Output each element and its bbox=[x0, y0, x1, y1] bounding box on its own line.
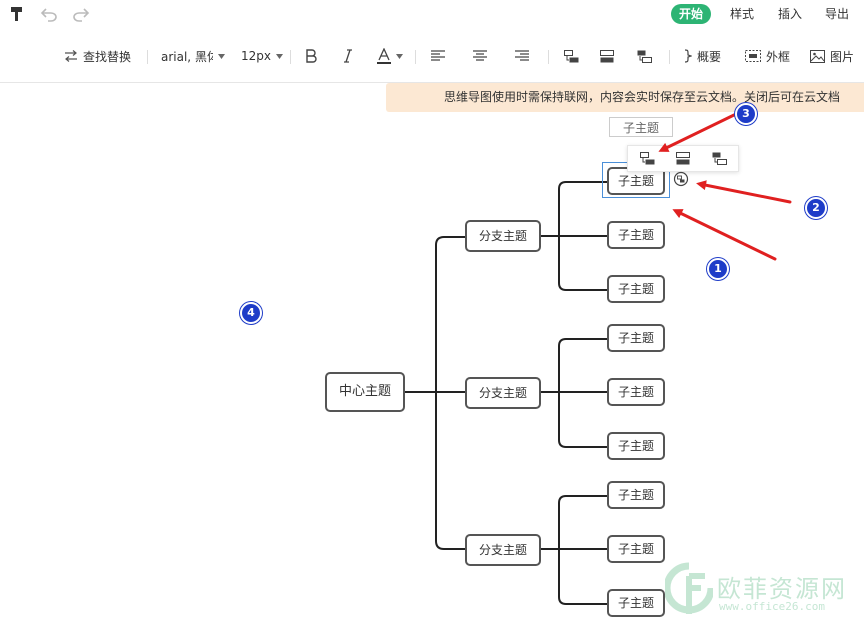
subtopic-node[interactable]: 子主题 bbox=[607, 324, 665, 352]
tab-start[interactable]: 开始 bbox=[671, 4, 712, 24]
align-right-button[interactable] bbox=[515, 30, 529, 82]
divider bbox=[415, 50, 416, 64]
subtopic-node[interactable]: 子主题 bbox=[607, 378, 665, 406]
central-topic-node[interactable]: 中心主题 bbox=[325, 372, 405, 412]
align-left-icon bbox=[431, 50, 445, 61]
annotation-badge: 1 bbox=[707, 258, 729, 280]
brace-icon bbox=[684, 49, 692, 63]
font-color-button[interactable] bbox=[377, 30, 403, 82]
connector-branch-3-children bbox=[540, 495, 608, 605]
connector-center-to-branch-1 bbox=[404, 236, 466, 393]
toolbar: 查找替换 arial, 黑体 12px 概要 bbox=[0, 30, 864, 83]
redo-icon[interactable] bbox=[72, 6, 90, 22]
subtopic-node[interactable]: 子主题 bbox=[607, 221, 665, 249]
quick-add-child-button[interactable] bbox=[629, 146, 665, 171]
node-quick-toolbar bbox=[627, 145, 739, 172]
font-color-icon bbox=[377, 48, 391, 64]
italic-button[interactable] bbox=[343, 30, 353, 82]
undo-icon[interactable] bbox=[40, 6, 58, 22]
outer-frame-label: 外框 bbox=[766, 49, 791, 64]
quick-add-parent-button[interactable] bbox=[701, 146, 737, 171]
parent-topic-icon bbox=[637, 50, 652, 63]
connector-center-to-branch-3 bbox=[404, 391, 466, 550]
divider bbox=[669, 50, 670, 64]
arrow-annotation-1 bbox=[672, 209, 777, 261]
subtopic-node[interactable]: 子主题 bbox=[607, 275, 665, 303]
insert-sibling-topic-button[interactable] bbox=[600, 30, 614, 82]
image-label: 图片 bbox=[830, 49, 855, 64]
branch-topic-node[interactable]: 分支主题 bbox=[465, 220, 541, 252]
caret-down-icon bbox=[396, 53, 403, 59]
connector-branch-2-children bbox=[540, 338, 608, 448]
arrow-annotation-3 bbox=[658, 113, 736, 152]
font-size-value: 12px bbox=[241, 49, 271, 63]
caret-down-icon bbox=[218, 53, 225, 59]
align-center-icon bbox=[473, 50, 487, 61]
subtopic-node[interactable]: 子主题 bbox=[607, 589, 665, 617]
divider bbox=[548, 50, 549, 64]
child-topic-icon bbox=[639, 152, 654, 165]
sibling-topic-icon bbox=[600, 49, 614, 62]
font-size-select[interactable]: 12px bbox=[241, 30, 283, 82]
align-left-button[interactable] bbox=[431, 30, 445, 82]
divider bbox=[290, 50, 291, 64]
tab-insert[interactable]: 插入 bbox=[777, 7, 802, 21]
bold-icon bbox=[306, 49, 317, 63]
parent-topic-icon bbox=[712, 152, 727, 165]
frame-icon bbox=[745, 50, 761, 62]
notice-banner: 思维导图使用时需保持联网，内容会实时保存至云文档。关闭后可在云文档 bbox=[386, 83, 864, 112]
top-bar: 开始 样式 插入 导出 bbox=[0, 0, 864, 30]
arrow-annotation-2 bbox=[696, 180, 792, 204]
add-topic-icon[interactable] bbox=[673, 171, 689, 187]
find-replace-label: 查找替换 bbox=[83, 49, 132, 64]
bold-button[interactable] bbox=[305, 30, 317, 82]
watermark-title: 欧菲资源网 bbox=[717, 575, 847, 603]
insert-child-topic-button[interactable] bbox=[564, 30, 579, 82]
format-painter-icon[interactable] bbox=[9, 5, 25, 23]
quick-add-sibling-button[interactable] bbox=[665, 146, 701, 171]
tab-export[interactable]: 导出 bbox=[824, 7, 849, 21]
image-button[interactable]: 图片 bbox=[810, 30, 854, 82]
hover-topic-tooltip: 子主题 bbox=[609, 117, 673, 137]
sibling-topic-icon bbox=[676, 152, 690, 165]
subtopic-node[interactable]: 子主题 bbox=[607, 535, 665, 563]
subtopic-node[interactable]: 子主题 bbox=[607, 481, 665, 509]
connector-branch-1-children bbox=[540, 181, 608, 291]
divider bbox=[147, 50, 148, 64]
annotation-badge: 3 bbox=[735, 103, 757, 125]
annotation-badge: 4 bbox=[240, 302, 262, 324]
find-replace-button[interactable]: 查找替换 bbox=[64, 30, 131, 82]
branch-topic-node[interactable]: 分支主题 bbox=[465, 534, 541, 566]
image-icon bbox=[810, 49, 825, 63]
branch-topic-node[interactable]: 分支主题 bbox=[465, 377, 541, 409]
annotation-badge: 2 bbox=[805, 197, 827, 219]
tab-style[interactable]: 样式 bbox=[729, 7, 754, 21]
align-center-button[interactable] bbox=[473, 30, 487, 82]
insert-parent-topic-button[interactable] bbox=[637, 30, 652, 82]
align-right-icon bbox=[515, 50, 529, 61]
subtopic-node[interactable]: 子主题 bbox=[607, 432, 665, 460]
child-topic-icon bbox=[564, 49, 579, 62]
summary-button[interactable]: 概要 bbox=[684, 30, 721, 82]
summary-label: 概要 bbox=[697, 49, 722, 64]
site-watermark: 欧菲资源网 www.office26.com bbox=[665, 560, 864, 623]
caret-down-icon bbox=[276, 53, 283, 59]
font-family-value: arial, 黑体 bbox=[161, 49, 213, 64]
watermark-url: www.office26.com bbox=[719, 600, 825, 613]
swap-icon bbox=[65, 50, 77, 62]
outer-frame-button[interactable]: 外框 bbox=[745, 30, 790, 82]
watermark-logo-icon bbox=[665, 562, 713, 614]
font-family-select[interactable]: arial, 黑体 bbox=[161, 30, 225, 82]
italic-icon bbox=[344, 49, 352, 63]
